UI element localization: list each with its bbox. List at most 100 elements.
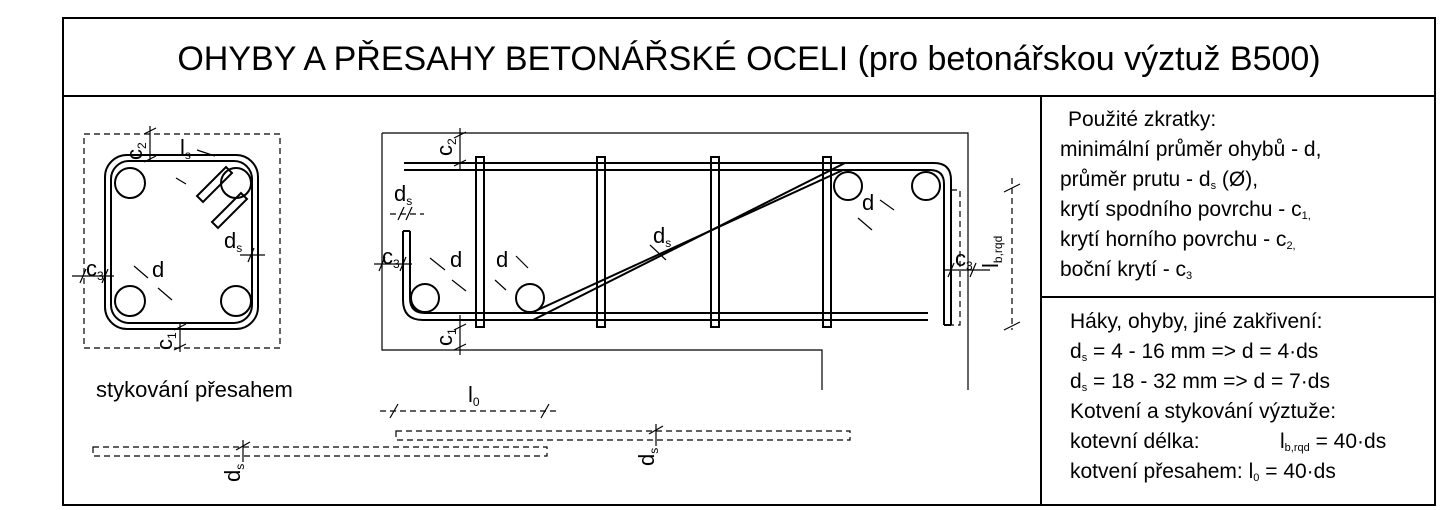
dim-d-right-tick-b	[879, 199, 895, 211]
stirrup-outer	[104, 154, 259, 330]
dim-c3-right-tick-b	[969, 262, 977, 278]
bar-circle-tr1	[833, 171, 863, 201]
dim-ds-beam-tick-a	[397, 206, 405, 221]
anchor-length: kotevní délka:lb,rqd = 40·ds	[1070, 430, 1386, 454]
abbrev-row-3: krytí spodního povrchu - c1,	[1060, 198, 1311, 222]
abbrev-row-1: minimální průměr ohybů - d,	[1060, 138, 1321, 161]
page-title: OHYBY A PŘESAHY BETONÁŘSKÉ OCELI (pro be…	[177, 40, 1320, 78]
dim-d-right-tick-a	[857, 217, 873, 231]
dim-c1-tick-b	[173, 343, 187, 351]
hook-side	[210, 191, 249, 230]
lap-bar-upper	[395, 430, 851, 441]
caption-lap: stykování přesahem	[96, 377, 293, 402]
label-c2-beam: c2	[432, 138, 459, 156]
rules-heading: Háky, ohyby, jiné zakřivení:	[1070, 310, 1323, 333]
hook-top	[195, 165, 234, 204]
dim-ds-diag-tick	[649, 244, 667, 261]
bottom-bar-inner	[409, 231, 928, 314]
label-ds-lap1: ds	[220, 464, 247, 482]
bottom-bar	[402, 231, 928, 321]
stirrup-4	[822, 156, 832, 328]
label-ds-lap2: ds	[634, 448, 661, 466]
dim-d-beam-tick-d	[515, 255, 529, 269]
dim-ds-lap2-tick	[648, 425, 664, 435]
dim-c3-tick-a	[79, 268, 87, 284]
dim-ds-tick	[247, 247, 255, 263]
bar-circle-bm	[515, 283, 545, 313]
label-ds-beam: ds	[394, 181, 412, 208]
label-ls: ls	[180, 135, 191, 162]
label-d-beam-1: d	[450, 247, 462, 272]
stirrup-2	[596, 156, 606, 328]
beam-outline-bottom	[381, 133, 823, 390]
abbrev-heading: Použité zkratky:	[1068, 108, 1216, 131]
dim-d-beam-tick-a	[429, 257, 446, 271]
label-l0: l0	[468, 382, 480, 409]
label-lbrqd: lb,rqd	[978, 236, 1005, 268]
dim-c2-beam-tick-a	[453, 131, 467, 139]
label-d-beam-2: d	[496, 247, 508, 272]
dim-d-tick-b	[157, 287, 173, 301]
sheet-frame	[62, 17, 1436, 506]
rebar-bottom-right	[220, 285, 252, 317]
legend-abbreviations: Použité zkratky: minimální průměr ohybů …	[1060, 108, 1321, 282]
dim-c3-beam-tick-a	[378, 256, 386, 272]
beam-elevation: c2 ds c3 d d ds d c3 lb,rqd c1	[374, 128, 1021, 390]
dim-d-tick-a	[133, 265, 149, 279]
bent-bar-inner	[516, 169, 844, 314]
label-ds-section: ds	[224, 228, 242, 255]
bar-circle-bl	[410, 283, 440, 313]
dim-ds-lap1-tick	[235, 441, 251, 451]
abbrev-row-2: průměr prutu - ds (Ø),	[1060, 168, 1258, 192]
label-c1-section: c1	[152, 332, 179, 350]
label-d-beam-right: d	[862, 190, 874, 215]
dim-l0-tick-b	[540, 403, 550, 419]
label-c3-section: c3	[86, 256, 104, 283]
lap-length: kotvení přesahem: l0 = 40·ds	[1070, 460, 1336, 484]
rebar-top-left	[114, 167, 146, 199]
section-outline	[83, 133, 281, 349]
dim-lbrqd-tick-b	[1003, 321, 1021, 331]
label-c3-beam: c3	[382, 244, 400, 271]
label-d-section: d	[152, 257, 164, 282]
stirrup-section: c2 ls ds c3 d c1	[72, 126, 281, 352]
dim-c3-right-tick-a	[947, 262, 955, 278]
rule-1: ds = 4 - 16 mm => d = 4·ds	[1070, 340, 1318, 364]
dim-d-beam-tick-b	[451, 279, 467, 292]
anchor-heading: Kotvení a stykování výztuže:	[1070, 400, 1336, 423]
beam-outline-top	[382, 132, 969, 390]
rule-2: ds = 18 - 32 mm => d = 7·ds	[1070, 370, 1330, 394]
rebar-top-right	[220, 167, 252, 199]
lap-bar-lower	[92, 446, 548, 457]
stirrup-inner	[110, 160, 253, 324]
dim-c2-tick-a	[143, 127, 157, 135]
dim-ls-tick-a	[196, 149, 216, 157]
dim-c1-beam-tick-b	[453, 343, 467, 351]
dim-c3-beam-tick-b	[399, 256, 407, 272]
abbrev-row-5: boční krytí - c3	[1060, 258, 1192, 282]
dim-d-beam-tick-c	[494, 279, 507, 291]
dim-c2-tick-b	[143, 155, 157, 163]
label-c1-beam: c1	[432, 328, 459, 346]
dim-ds-beam-tick-b	[405, 206, 413, 221]
dim-c2-beam-tick-b	[453, 159, 467, 167]
label-ds-diag: ds	[653, 223, 671, 250]
rebar-bottom-left	[114, 285, 146, 317]
abbrev-row-4: krytí horního povrchu - c2,	[1060, 228, 1296, 252]
dim-c3-tick-b	[101, 268, 109, 284]
stirrup-1	[475, 156, 485, 328]
dim-l0-tick-a	[389, 403, 399, 419]
stirrup-3	[710, 156, 720, 328]
dim-lbrqd-tick-a	[1003, 183, 1021, 193]
legend-rules: Háky, ohyby, jiné zakřivení: ds = 4 - 16…	[1070, 310, 1386, 484]
bar-circle-tr2	[911, 171, 941, 201]
top-bar	[404, 162, 952, 325]
top-bar-inner	[404, 169, 945, 325]
label-c2: c2	[122, 142, 149, 160]
dim-c1-tick-a	[173, 323, 187, 331]
label-c3-right: c3	[955, 246, 973, 273]
dim-c1-beam-tick-a	[453, 323, 467, 331]
dim-ls-tick-b	[175, 177, 187, 185]
dashed-anchorage	[950, 189, 961, 326]
